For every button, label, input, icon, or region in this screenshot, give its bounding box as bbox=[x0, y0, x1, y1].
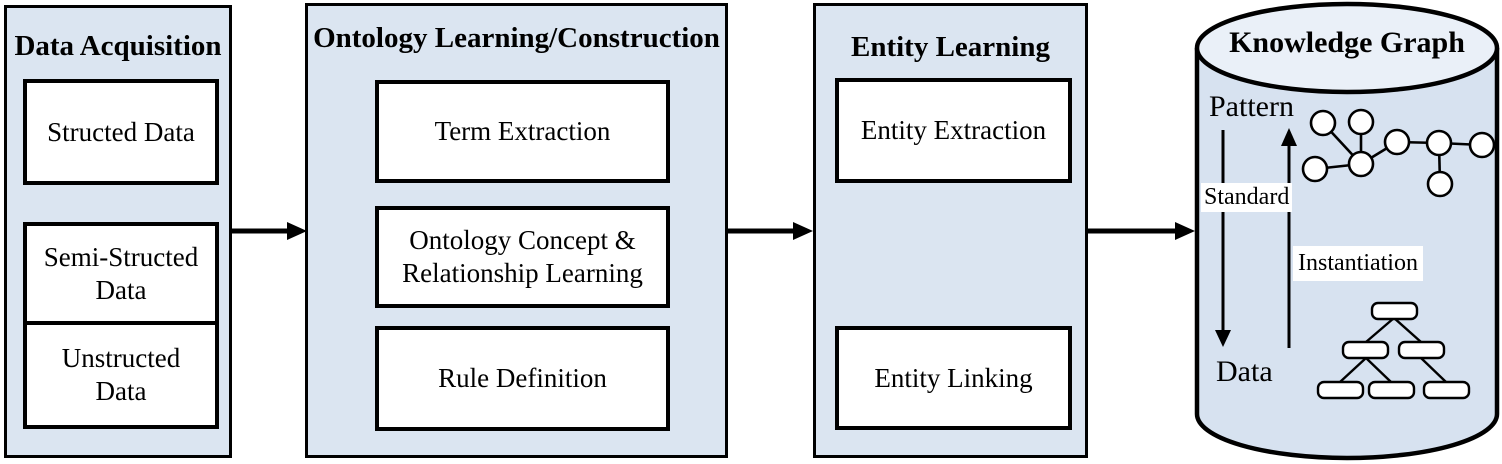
process-box-label: Unstructed Data bbox=[61, 343, 181, 406]
panel-ontology-learning: Ontology Learning/Construction Term Extr… bbox=[305, 3, 728, 458]
network-graph-illustration bbox=[1301, 108, 1496, 198]
process-box-rule-definition: Rule Definition bbox=[375, 326, 670, 431]
arrow-ontology-to-entity bbox=[728, 222, 813, 240]
panel-title-data-acquisition: Data Acquisition bbox=[14, 30, 222, 62]
panel-data-acquisition: Data Acquisition Structed Data Semi-Stru… bbox=[4, 5, 232, 458]
panel-title-entity-learning: Entity Learning bbox=[851, 31, 1050, 63]
panel-entity-learning: Entity Learning Entity Extraction Entity… bbox=[813, 3, 1088, 458]
standard-down-arrow bbox=[1215, 130, 1231, 347]
process-box-label: Semi-Structed Data bbox=[43, 241, 199, 305]
process-box-ontology-concept-relationship-learning: Ontology Concept & Relationship Learning bbox=[375, 206, 670, 308]
process-box-label: Structed Data bbox=[47, 116, 195, 147]
kg-standard-label: Standard bbox=[1201, 183, 1293, 212]
process-box-entity-extraction: Entity Extraction bbox=[835, 78, 1072, 183]
kg-pattern-label: Pattern bbox=[1209, 90, 1294, 123]
panel-title-ontology-learning: Ontology Learning/Construction bbox=[313, 22, 720, 54]
process-box-term-extraction: Term Extraction bbox=[375, 80, 670, 183]
knowledge-graph-title: Knowledge Graph bbox=[1229, 26, 1465, 59]
kg-data-label: Data bbox=[1216, 355, 1273, 388]
process-box-label: Rule Definition bbox=[438, 363, 607, 393]
instantiation-up-arrow bbox=[1281, 128, 1297, 348]
process-box-label: Entity Extraction bbox=[860, 115, 1047, 145]
arrow-entity-to-kg bbox=[1085, 222, 1195, 240]
process-box-entity-linking: Entity Linking bbox=[835, 326, 1072, 430]
process-box-structed-data: Structed Data bbox=[23, 79, 219, 185]
tree-hierarchy-illustration bbox=[1316, 301, 1471, 400]
process-box-semi-structed-data: Semi-Structed Data bbox=[23, 222, 219, 325]
process-box-label: Ontology Concept & Relationship Learning bbox=[402, 225, 643, 288]
arrow-data-to-ontology bbox=[232, 222, 307, 240]
process-box-unstructed-data: Unstructed Data bbox=[23, 321, 219, 429]
process-box-label: Term Extraction bbox=[434, 116, 611, 146]
kg-instantiation-label: Instantiation bbox=[1293, 246, 1423, 281]
process-box-label: Entity Linking bbox=[874, 362, 1033, 393]
